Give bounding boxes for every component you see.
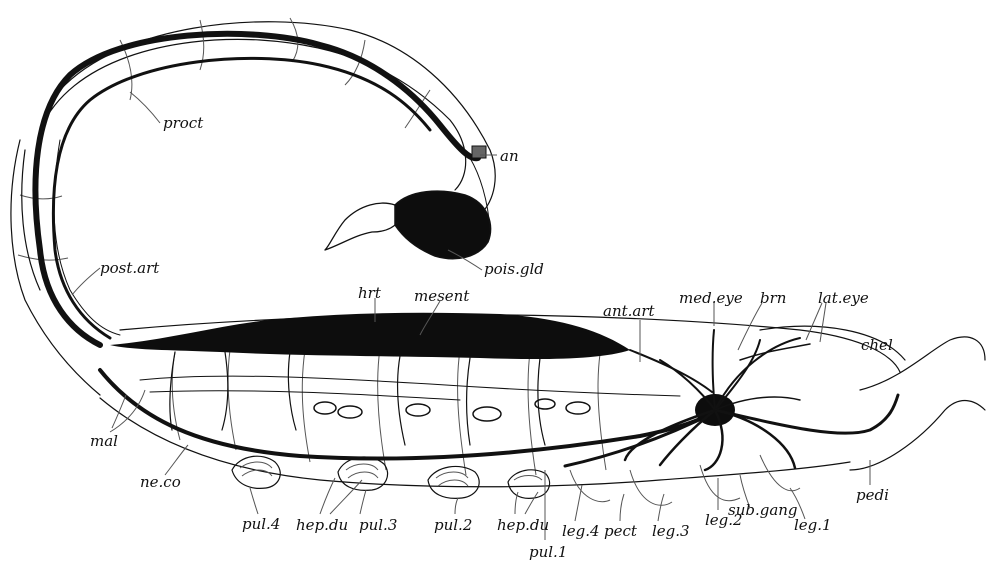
label-leg-4: leg.4 xyxy=(562,522,600,540)
label-ant-art: ant.art xyxy=(603,302,656,320)
brain-ganglia xyxy=(625,330,898,470)
label-pul-2: pul.2 xyxy=(434,516,472,534)
label-ne-co: ne.co xyxy=(140,473,181,491)
label-mal: mal xyxy=(90,432,118,450)
label-pul-3: pul.3 xyxy=(359,516,397,534)
label-lat-eye: lat.eye xyxy=(818,289,869,307)
label-mesent: mesent xyxy=(414,287,470,305)
label-proct: proct xyxy=(163,114,204,132)
heart-vessel xyxy=(110,313,712,392)
label-pul-4: pul.4 xyxy=(242,515,280,533)
label-med-eye: med.eye xyxy=(679,289,743,307)
label-chel: chel xyxy=(861,336,893,354)
label-hrt: hrt xyxy=(358,284,382,302)
label-pedi: pedi xyxy=(856,486,889,504)
label-pois-gld: pois.gld xyxy=(484,260,544,278)
label-hep-du-1: hep.du xyxy=(296,516,348,534)
label-leg-3: leg.3 xyxy=(652,522,690,540)
label-post-art: post.art xyxy=(100,259,160,277)
book-lungs xyxy=(232,456,550,498)
label-hep-du-2: hep.du xyxy=(497,516,549,534)
label-leg-1: leg.1 xyxy=(794,516,832,534)
label-sub-gang: sub.gang xyxy=(728,501,798,519)
label-pect: pect xyxy=(604,522,638,540)
label-an: an xyxy=(500,147,519,165)
label-brn: brn xyxy=(760,289,786,307)
hepatic-clusters xyxy=(314,399,590,421)
proctodaeum-and-posterior-artery xyxy=(22,34,478,345)
label-pul-1: pul.1 xyxy=(529,543,567,561)
